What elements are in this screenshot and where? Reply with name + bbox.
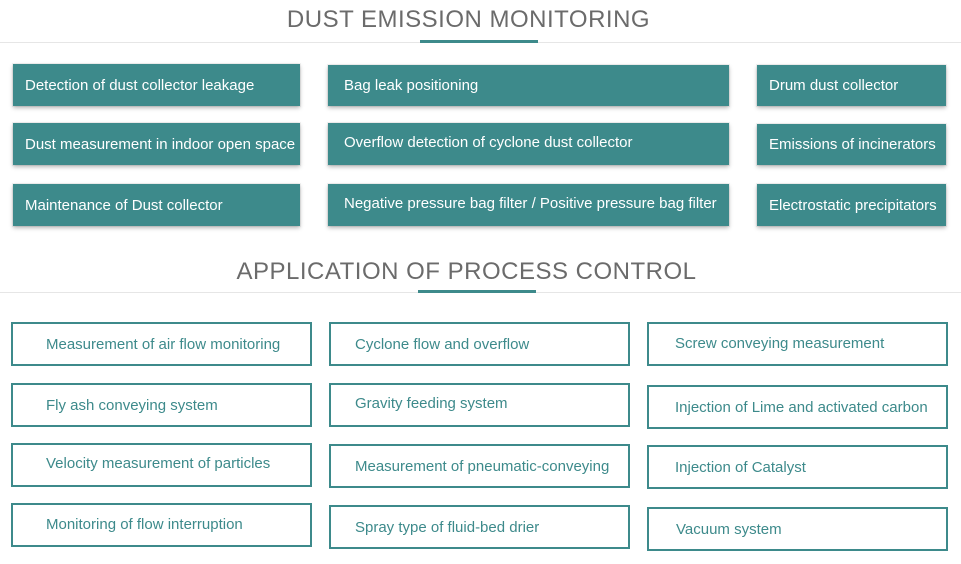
- tile-dust-measurement-indoor-open-space[interactable]: Dust measurement in indoor open space: [13, 123, 300, 165]
- box-screw-conveying-measurement[interactable]: Screw conveying measurement: [647, 322, 948, 366]
- tile-drum-dust-collector[interactable]: Drum dust collector: [757, 65, 946, 106]
- tile-maintenance-of-dust-collector[interactable]: Maintenance of Dust collector: [13, 184, 300, 226]
- tile-negative-positive-pressure-bag-filter[interactable]: Negative pressure bag filter / Positive …: [328, 184, 729, 226]
- box-spray-type-fluid-bed-drier[interactable]: Spray type of fluid-bed drier: [329, 505, 630, 549]
- tile-detection-of-dust-collector-leakage[interactable]: Detection of dust collector leakage: [13, 64, 300, 106]
- section-title-dust-emission: DUST EMISSION MONITORING: [286, 6, 651, 33]
- tile-electrostatic-precipitators[interactable]: Electrostatic precipitators: [757, 184, 946, 226]
- box-cyclone-flow-and-overflow[interactable]: Cyclone flow and overflow: [329, 322, 630, 366]
- box-measurement-air-flow-monitoring[interactable]: Measurement of air flow monitoring: [11, 322, 312, 366]
- title-underline-accent: [420, 40, 538, 43]
- box-gravity-feeding-system[interactable]: Gravity feeding system: [329, 383, 630, 427]
- box-monitoring-flow-interruption[interactable]: Monitoring of flow interruption: [11, 503, 312, 547]
- box-velocity-measurement-particles[interactable]: Velocity measurement of particles: [11, 443, 312, 487]
- box-injection-lime-activated-carbon[interactable]: Injection of Lime and activated carbon: [647, 385, 948, 429]
- box-vacuum-system[interactable]: Vacuum system: [647, 507, 948, 551]
- box-injection-of-catalyst[interactable]: Injection of Catalyst: [647, 445, 948, 489]
- section-title-process-control: APPLICATION OF PROCESS CONTROL: [236, 258, 697, 285]
- box-fly-ash-conveying-system[interactable]: Fly ash conveying system: [11, 383, 312, 427]
- tile-overflow-detection-cyclone[interactable]: Overflow detection of cyclone dust colle…: [328, 123, 729, 165]
- tile-emissions-of-incinerators[interactable]: Emissions of incinerators: [757, 124, 946, 165]
- box-measurement-pneumatic-conveying[interactable]: Measurement of pneumatic-conveying: [329, 444, 630, 488]
- tile-bag-leak-positioning[interactable]: Bag leak positioning: [328, 65, 729, 106]
- title-underline-accent: [418, 290, 536, 293]
